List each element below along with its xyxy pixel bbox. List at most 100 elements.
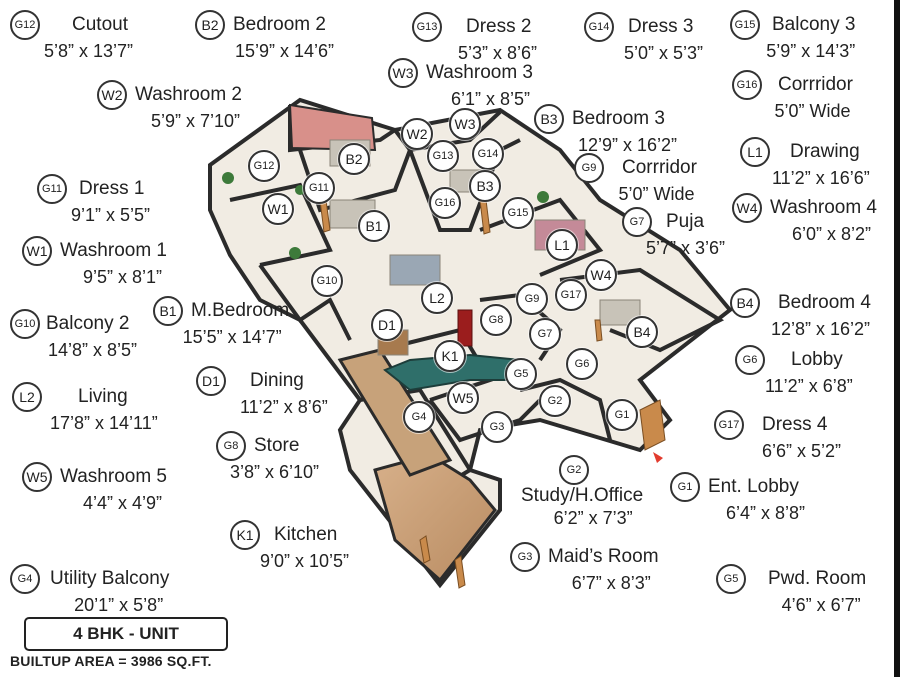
legend-item-g1: G1 Ent. Lobby 6’4” x 8’8” xyxy=(670,472,805,524)
legend-badge: G3 xyxy=(510,542,540,572)
legend-name: Ent. Lobby xyxy=(708,476,799,497)
map-badge-g10: G10 xyxy=(311,265,343,297)
map-badge-g6: G6 xyxy=(566,348,598,380)
legend-badge: B4 xyxy=(730,288,760,318)
legend-name: Dress 2 xyxy=(466,16,532,37)
legend-badge: G9 xyxy=(574,153,604,183)
builtup-area: BUILTUP AREA = 3986 SQ.FT. xyxy=(10,653,212,669)
legend-name: Drawing xyxy=(790,141,860,162)
legend-dim: 6’4” x 8’8” xyxy=(726,503,806,523)
legend-dim: 4’6” x 6’7” xyxy=(781,595,861,615)
legend-badge: G10 xyxy=(10,309,40,339)
legend-name: Bedroom 4 xyxy=(778,292,871,313)
map-badge-g15: G15 xyxy=(502,197,534,229)
legend-name: Lobby xyxy=(791,349,843,370)
legend-name: Living xyxy=(78,386,128,407)
legend-name: Dress 3 xyxy=(628,16,694,37)
legend-name: Kitchen xyxy=(274,524,338,545)
map-badge-b2: B2 xyxy=(338,143,370,175)
legend-dim: 12’9” x 16’2” xyxy=(578,135,678,155)
legend-dim: 5’9” x 7’10” xyxy=(150,111,241,131)
legend-name: Maid’s Room xyxy=(548,546,659,567)
legend-dim: 17’8” x 14’11” xyxy=(50,413,158,433)
map-badge-g11: G11 xyxy=(303,172,335,204)
map-badge-g1: G1 xyxy=(606,399,638,431)
legend-dim: 4’4” x 4’9” xyxy=(82,493,163,513)
legend-dim: 12’8” x 16’2” xyxy=(770,319,870,339)
map-badge-g7: G7 xyxy=(529,318,561,350)
legend-badge: G2 xyxy=(559,455,589,485)
entry-marker xyxy=(653,452,663,463)
legend-badge: W1 xyxy=(22,236,52,266)
legend-name: Washroom 3 xyxy=(426,62,533,83)
legend-item-b1: B1 M.Bedroom 15’5” x 14’7” xyxy=(153,296,289,348)
legend-badge: W3 xyxy=(388,58,418,88)
legend-name: Balcony 2 xyxy=(46,313,130,334)
map-badge-l2: L2 xyxy=(421,282,453,314)
legend-badge: L2 xyxy=(12,382,42,412)
legend-dim: 6’2” x 7’3” xyxy=(553,508,633,528)
map-badge-d1: D1 xyxy=(371,309,403,341)
legend-item-k1: K1 Kitchen 9’0” x 10’5” xyxy=(230,520,349,572)
legend-dim: 15’9” x 14’6” xyxy=(235,41,335,61)
legend-name: Washroom 1 xyxy=(60,240,167,261)
legend-badge: G16 xyxy=(732,70,762,100)
legend-name: Utility Balcony xyxy=(50,568,170,589)
map-badge-g3: G3 xyxy=(481,411,513,443)
legend-badge: D1 xyxy=(196,366,226,396)
legend-badge: G1 xyxy=(670,472,700,502)
legend-dim: 9’1” x 5’5” xyxy=(71,205,151,225)
map-badge-w5: W5 xyxy=(447,382,479,414)
legend-badge: G5 xyxy=(716,564,746,594)
map-badge-g4: G4 xyxy=(403,401,435,433)
legend-badge: L1 xyxy=(740,137,770,167)
map-badge-g2: G2 xyxy=(539,385,571,417)
legend-badge: G14 xyxy=(584,12,614,42)
legend-badge: G7 xyxy=(622,207,652,237)
map-badge-b1: B1 xyxy=(358,210,390,242)
legend-badge: K1 xyxy=(230,520,260,550)
legend-name: Corrridor xyxy=(622,157,697,178)
map-badge-w2: W2 xyxy=(401,118,433,150)
legend-name: M.Bedroom xyxy=(191,300,290,321)
legend-name: Washroom 4 xyxy=(770,197,877,218)
legend-name: Cutout xyxy=(72,14,128,35)
legend-dim: 11’2” x 8’6” xyxy=(240,397,328,417)
legend-dim: 15’5” x 14’7” xyxy=(182,327,282,347)
legend-name: Balcony 3 xyxy=(772,14,856,35)
legend-name: Bedroom 3 xyxy=(572,108,665,129)
legend-badge: G8 xyxy=(216,431,246,461)
legend-dim: 5’3” x 8’6” xyxy=(458,43,538,63)
map-badge-g14: G14 xyxy=(472,138,504,170)
map-badge-g8: G8 xyxy=(480,304,512,336)
legend-item-b4: B4 Bedroom 4 12’8” x 16’2” xyxy=(730,288,871,340)
legend-badge: G15 xyxy=(730,10,760,40)
map-badge-g5: G5 xyxy=(505,358,537,390)
map-badge-g16: G16 xyxy=(429,187,461,219)
legend-dim: 6’0” x 8’2” xyxy=(791,224,872,244)
legend-badge: B1 xyxy=(153,296,183,326)
map-badge-g13: G13 xyxy=(427,140,459,172)
map-badge-g9: G9 xyxy=(516,283,548,315)
legend-dim: 3’8” x 6’10” xyxy=(230,462,320,482)
legend-name: Study/H.Office xyxy=(521,485,644,506)
map-badge-g12: G12 xyxy=(248,150,280,182)
legend-name: Dress 1 xyxy=(79,178,145,199)
legend-dim: 9’0” x 10’5” xyxy=(260,551,350,571)
legend-badge: G11 xyxy=(37,174,67,204)
